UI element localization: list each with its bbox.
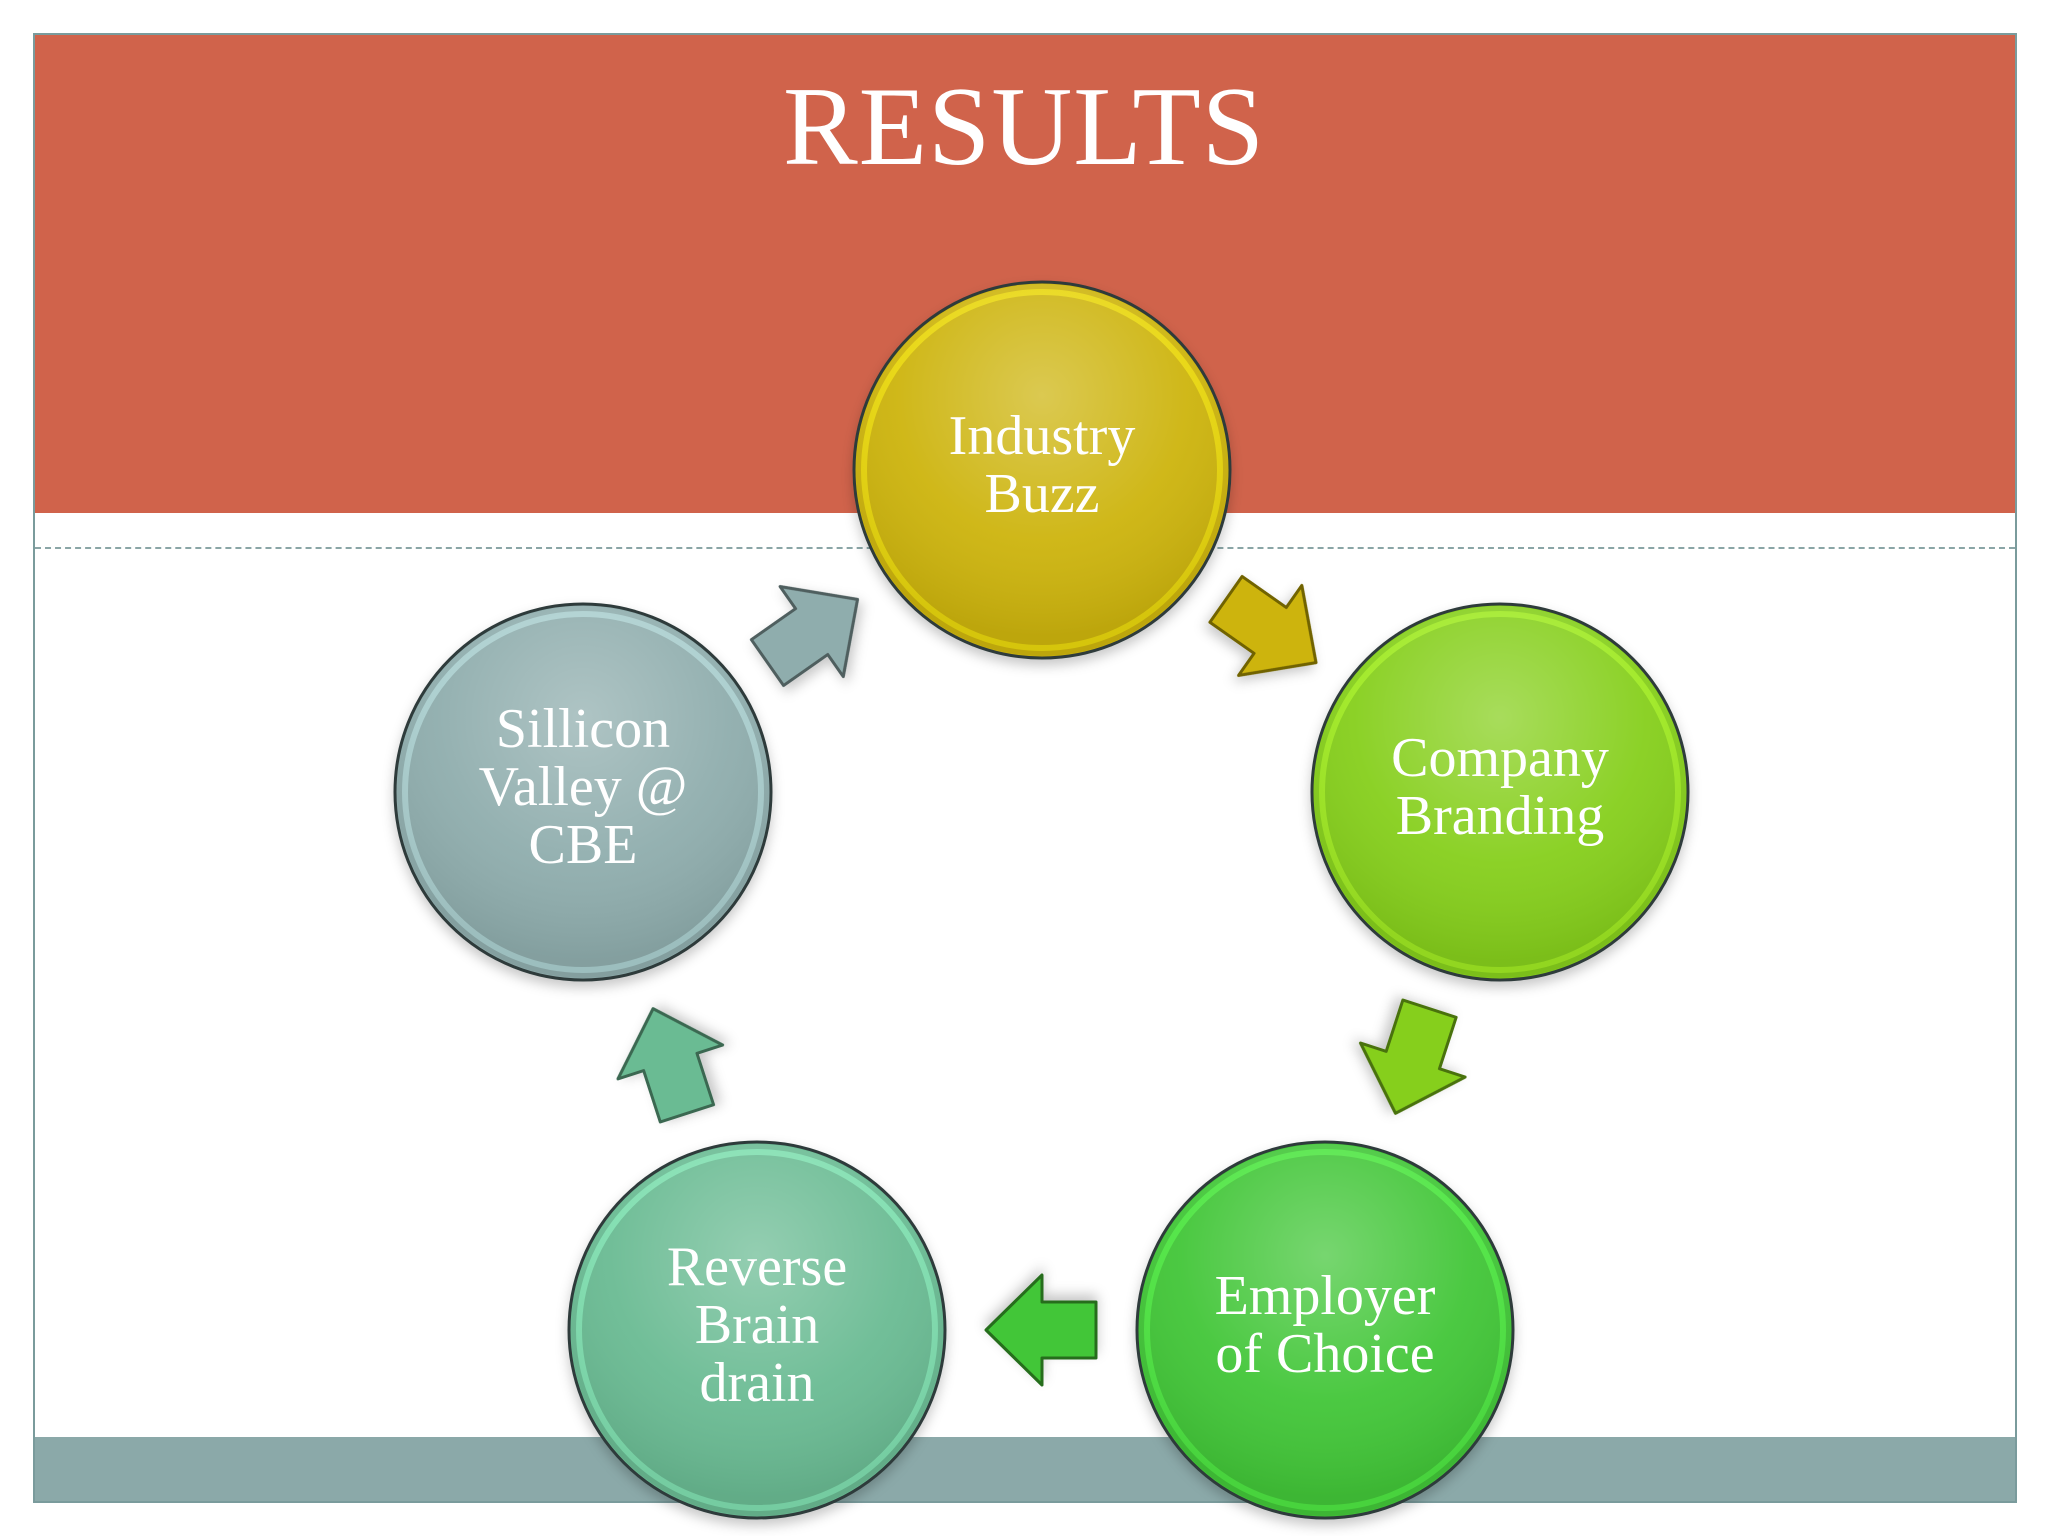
node-label: Branding: [1396, 785, 1604, 847]
arrow-industry-buzz-to-company-branding: [1208, 574, 1318, 677]
node-gloss: [571, 1144, 943, 1516]
arrow-company-branding-to-employer-of-choice: [1359, 998, 1467, 1115]
arrows-layer: [616, 574, 1467, 1387]
node-label: Company: [1391, 727, 1609, 789]
node-gloss: [856, 284, 1228, 656]
node-gloss: [1139, 1144, 1511, 1516]
node-label: Employer: [1215, 1265, 1436, 1327]
node-label: Brain: [695, 1294, 819, 1356]
node-label: Industry: [949, 405, 1136, 467]
footer-band: [35, 1437, 2015, 1501]
node-label: Buzz: [984, 463, 1099, 525]
arrow-sillicon-valley-to-industry-buzz: [749, 585, 860, 688]
node-label: drain: [699, 1352, 814, 1414]
arrow-reverse-brain-drain-to-sillicon-valley: [616, 1007, 725, 1124]
node-label: Reverse: [667, 1236, 847, 1298]
slide-title: RESULTS: [782, 65, 1266, 189]
arrow-employer-of-choice-to-reverse-brain-drain: [984, 1273, 1098, 1387]
node-label: of Choice: [1215, 1323, 1434, 1385]
node-gloss: [1314, 606, 1686, 978]
node-label: Sillicon: [496, 698, 670, 760]
node-gloss: [397, 606, 769, 978]
node-label: CBE: [529, 814, 638, 876]
node-label: Valley @: [479, 756, 688, 818]
